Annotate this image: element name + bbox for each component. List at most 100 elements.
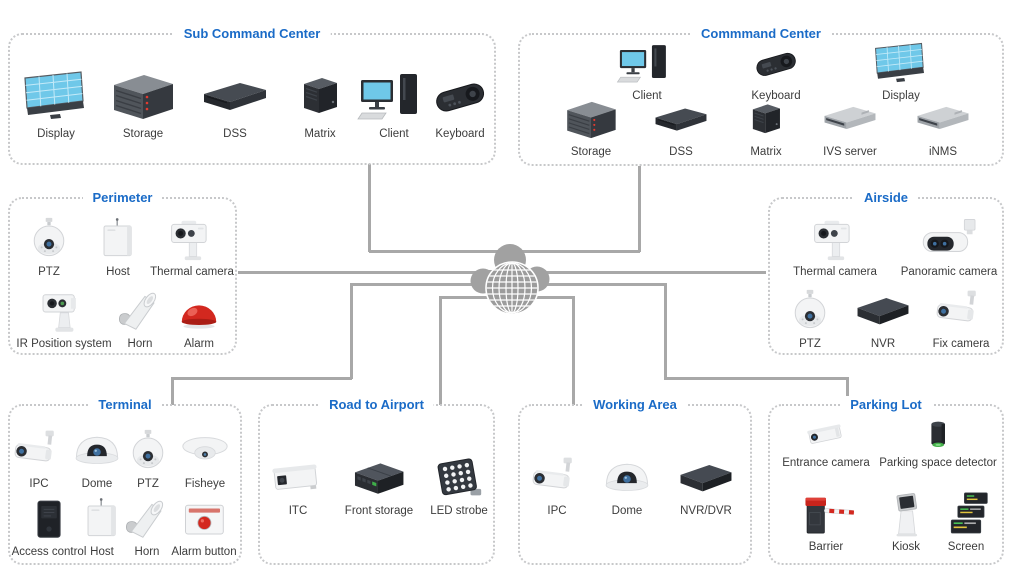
group-perimeter: Perimeter PTZ Host Thermal camera IR Pos…: [8, 189, 237, 355]
group-road-to-airport: Road to Airport ITC Front storage LED st…: [258, 396, 495, 565]
group-title: Sub Command Center: [173, 25, 331, 43]
device-item: Access control: [12, 497, 86, 559]
device-label: Display: [37, 128, 75, 140]
device-label: Horn: [127, 338, 153, 350]
device-item: Client: [354, 69, 434, 141]
device-item: Keyboard: [745, 41, 807, 103]
device-item: Host: [71, 497, 133, 559]
device-label: Entrance camera: [782, 457, 870, 469]
device-item: Screen: [935, 492, 997, 554]
device-item: Thermal camera: [793, 217, 877, 279]
device-item: IVS server: [819, 97, 881, 159]
led-strobe-icon: [428, 456, 490, 502]
device-item: Front storage: [345, 456, 413, 518]
connector-line: [171, 377, 174, 405]
group-working-area: Working Area IPC Dome NVR/DVR: [518, 396, 752, 565]
host-box-icon: [87, 217, 149, 263]
device-item: Display: [870, 41, 932, 103]
connector-line: [172, 377, 352, 380]
device-item: Fix camera: [930, 289, 992, 351]
device-item: Storage: [560, 97, 622, 159]
device-label: NVR/DVR: [680, 505, 732, 517]
device-label: Client: [632, 90, 662, 102]
device-item: Dome: [66, 429, 128, 491]
device-item: Dome: [596, 456, 658, 518]
ir-position-camera-icon: [33, 289, 95, 335]
device-item: DSS: [650, 97, 712, 159]
group-sub-command-center: Sub Command Center Display Storage DSS M…: [8, 25, 496, 165]
barrier-gate-icon: [795, 492, 857, 538]
itc-camera-icon: [267, 456, 329, 502]
parking-space-detector-icon: [913, 416, 963, 454]
device-item: iNMS: [912, 97, 974, 159]
device-label: Matrix: [750, 146, 782, 158]
group-airside: Airside Thermal camera Panoramic camera …: [768, 189, 1004, 355]
device-label: Keyboard: [435, 128, 485, 140]
rack-server-icon: [195, 69, 275, 125]
video-wall-icon: [16, 69, 96, 125]
device-label: Storage: [122, 128, 164, 140]
front-storage-icon: [348, 456, 410, 502]
horn-speaker-icon: [109, 289, 171, 335]
device-label: Panoramic camera: [900, 266, 998, 278]
group-title: Commmand Center: [691, 25, 831, 43]
cctv-keyboard-icon: [745, 41, 807, 87]
device-label: IPC: [29, 478, 49, 490]
device-item: Matrix: [735, 97, 797, 159]
device-label: Matrix: [304, 128, 336, 140]
device-label: Barrier: [808, 541, 844, 553]
connector-line: [638, 166, 641, 252]
ptz-dome-icon: [117, 429, 179, 475]
group-title: Terminal: [88, 396, 162, 414]
device-item: Storage: [103, 69, 183, 141]
device-label: Host: [106, 266, 130, 278]
device-item: Kiosk: [875, 492, 937, 554]
cctv-keyboard-icon: [420, 69, 500, 125]
rack-server-icon: [912, 97, 974, 143]
connector-line: [368, 164, 371, 252]
thermal-camera-icon: [161, 217, 223, 263]
device-label: Alarm: [183, 338, 215, 350]
device-item: PTZ: [117, 429, 179, 491]
alarm-dome-icon: [168, 289, 230, 335]
device-item: Alarm button: [171, 497, 237, 559]
kiosk-terminal-icon: [875, 492, 937, 538]
storage-server-icon: [103, 69, 183, 125]
device-label: ITC: [288, 505, 308, 517]
device-item: Display: [16, 69, 96, 141]
device-item: Alarm: [168, 289, 230, 351]
bullet-camera-icon: [8, 429, 70, 475]
device-item: Host: [87, 217, 149, 279]
device-label: Kiosk: [891, 541, 921, 553]
group-title: Airside: [853, 189, 919, 207]
panoramic-camera-icon: [918, 217, 980, 263]
device-label: Screen: [947, 541, 985, 553]
group-title: Road to Airport: [319, 396, 434, 414]
device-label: LED strobe: [430, 505, 488, 517]
device-label: Storage: [570, 146, 612, 158]
connector-line: [439, 296, 442, 405]
device-item: Parking space detector: [879, 416, 997, 470]
device-label: Front storage: [344, 505, 414, 517]
connector-line: [350, 283, 353, 379]
device-item: DSS: [195, 69, 275, 141]
device-label: Client: [379, 128, 409, 140]
device-label: Alarm button: [171, 546, 237, 558]
device-label: IR Position system: [16, 338, 112, 350]
group-command-center: Commmand Center Client Keyboard Display …: [518, 25, 1004, 166]
device-label: Dome: [81, 478, 113, 490]
device-label: Dome: [611, 505, 643, 517]
device-item: Horn: [109, 289, 171, 351]
connector-line: [664, 283, 667, 379]
video-wall-icon: [870, 41, 932, 87]
thermal-camera-icon: [804, 217, 866, 263]
device-label: IPC: [547, 505, 567, 517]
connector-line: [572, 296, 575, 405]
device-item: NVR: [852, 289, 914, 351]
cloud-globe-icon: [470, 244, 550, 315]
device-label: Fisheye: [184, 478, 226, 490]
device-label: Horn: [134, 546, 160, 558]
group-parking-lot: Parking Lot Entrance camera Parking spac…: [768, 396, 1004, 565]
device-label: iNMS: [928, 146, 958, 158]
